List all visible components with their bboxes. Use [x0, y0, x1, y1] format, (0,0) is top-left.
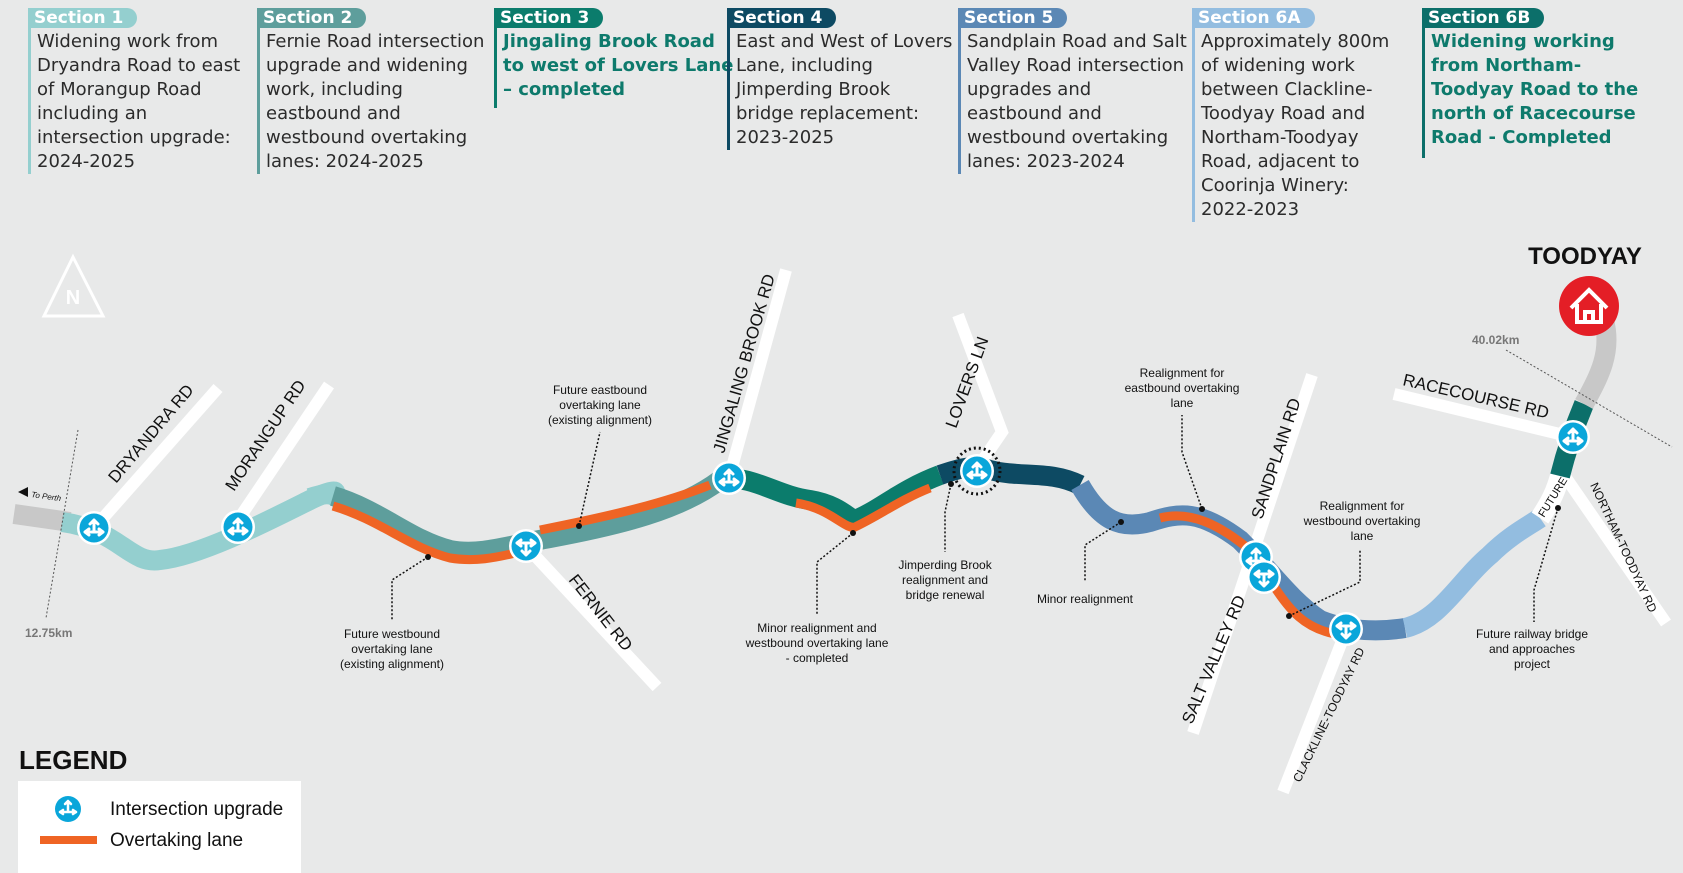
- annotation-realign-westbound: Realignment for westbound overtaking lan…: [1303, 499, 1421, 543]
- svg-text:Future eastbound: Future eastbound: [553, 383, 647, 397]
- svg-text:Minor realignment: Minor realignment: [1037, 592, 1134, 606]
- svg-text:lane: lane: [1171, 396, 1194, 410]
- section-1-title: Section 1: [28, 8, 138, 28]
- annotation-realign-eastbound: Realignment for eastbound overtaking lan…: [1125, 366, 1240, 410]
- svg-text:westbound overtaking lane: westbound overtaking lane: [745, 636, 889, 650]
- svg-text:Realignment for: Realignment for: [1320, 499, 1405, 513]
- section-2-title: Section 2: [257, 8, 367, 28]
- svg-text:realignment and: realignment and: [902, 573, 988, 587]
- to-perth-arrow-icon: [18, 487, 28, 497]
- intersection-morangup-icon: [219, 508, 257, 546]
- northam-toodyay-rd-line: [1557, 468, 1671, 627]
- section-6a-title: Section 6A: [1192, 8, 1315, 28]
- svg-text:N: N: [66, 287, 80, 309]
- svg-text:project: project: [1514, 657, 1551, 671]
- fernie-rd-line: [521, 541, 662, 692]
- intersection-salt-valley-icon: [1245, 558, 1283, 596]
- intersection-upgrade-icon: [40, 796, 97, 844]
- intersection-lovers-icon: [958, 452, 996, 490]
- section-6b-title: Section 6B: [1422, 8, 1545, 28]
- svg-text:bridge renewal: bridge renewal: [906, 588, 985, 602]
- svg-text:eastbound overtaking: eastbound overtaking: [1125, 381, 1240, 395]
- svg-text:(existing alignment): (existing alignment): [340, 657, 444, 671]
- legend-intersection-label: Intersection upgrade: [110, 799, 284, 820]
- section-5-title: Section 5: [958, 8, 1068, 28]
- svg-text:Jimperding Brook: Jimperding Brook: [898, 558, 992, 572]
- svg-text:(existing alignment): (existing alignment): [548, 413, 652, 427]
- morangup-rd-line: [229, 381, 334, 530]
- jimperding-bridge-highlight: [952, 446, 1002, 496]
- km-end-label: 40.02km: [1472, 333, 1519, 347]
- toodyay-town-icon: [1559, 276, 1619, 336]
- overtaking-lane-swatch: [40, 836, 97, 844]
- svg-text:- completed: - completed: [786, 651, 849, 665]
- section-6a-route: [1402, 509, 1546, 638]
- annotation-minor-realignment: Minor realignment: [1037, 592, 1134, 606]
- annotation-future-westbound: Future westbound overtaking lane (existi…: [340, 627, 444, 671]
- intersection-racecourse-icon: [1554, 418, 1592, 456]
- svg-text:westbound overtaking: westbound overtaking: [1303, 514, 1421, 528]
- annotation-jimperding: Jimperding Brook realignment and bridge …: [898, 558, 992, 602]
- future-railway-bridge-segment: [1531, 473, 1570, 524]
- salt-valley-rd-label: SALT VALLEY RD: [1178, 592, 1249, 726]
- section-4-title: Section 4: [727, 8, 837, 28]
- existing-road-west: [12, 504, 72, 532]
- svg-text:and approaches: and approaches: [1489, 642, 1575, 656]
- svg-text:Future westbound: Future westbound: [344, 627, 440, 641]
- section-3-route: [728, 465, 944, 531]
- section-3-title: Section 3: [494, 8, 604, 28]
- intersection-fernie-icon: [507, 527, 545, 565]
- annotation-minor-realignment-completed: Minor realignment and westbound overtaki…: [745, 621, 889, 665]
- fernie-rd-label: FERNIE RD: [565, 571, 636, 655]
- dryandra-rd-line: [91, 384, 223, 530]
- legend-title: LEGEND: [19, 745, 128, 775]
- annotation-future-eastbound: Future eastbound overtaking lane (existi…: [548, 383, 652, 427]
- km-start-label: 12.75km: [25, 626, 72, 640]
- intersection-dryandra-icon: [75, 509, 113, 547]
- svg-text:Future railway bridge: Future railway bridge: [1476, 627, 1588, 641]
- legend-overtaking-label: Overtaking lane: [110, 830, 244, 851]
- intersection-jingaling-icon: [710, 459, 748, 497]
- northam-toodyay-rd-label: NORTHAM-TOODYAY RD: [1587, 480, 1660, 615]
- annotation-railway: Future railway bridge and approaches pro…: [1476, 627, 1588, 671]
- north-arrow-icon: N: [41, 253, 106, 318]
- destination-label: TOODYAY: [1528, 243, 1642, 270]
- svg-text:Minor realignment and: Minor realignment and: [757, 621, 876, 635]
- to-perth-label: To Perth: [31, 490, 62, 503]
- intersection-clackline-icon: [1327, 610, 1365, 648]
- svg-text:overtaking lane: overtaking lane: [559, 398, 641, 412]
- svg-text:overtaking lane: overtaking lane: [351, 642, 433, 656]
- clackline-toodyay-rd-line: [1277, 628, 1352, 795]
- jingaling-brook-rd-line: [723, 268, 792, 480]
- racecourse-rd-line: [1392, 388, 1574, 443]
- svg-text:lane: lane: [1351, 529, 1374, 543]
- svg-text:Realignment for: Realignment for: [1140, 366, 1225, 380]
- section-2-route: [329, 471, 726, 562]
- sandplain-rd-label: SANDPLAIN RD: [1248, 396, 1305, 521]
